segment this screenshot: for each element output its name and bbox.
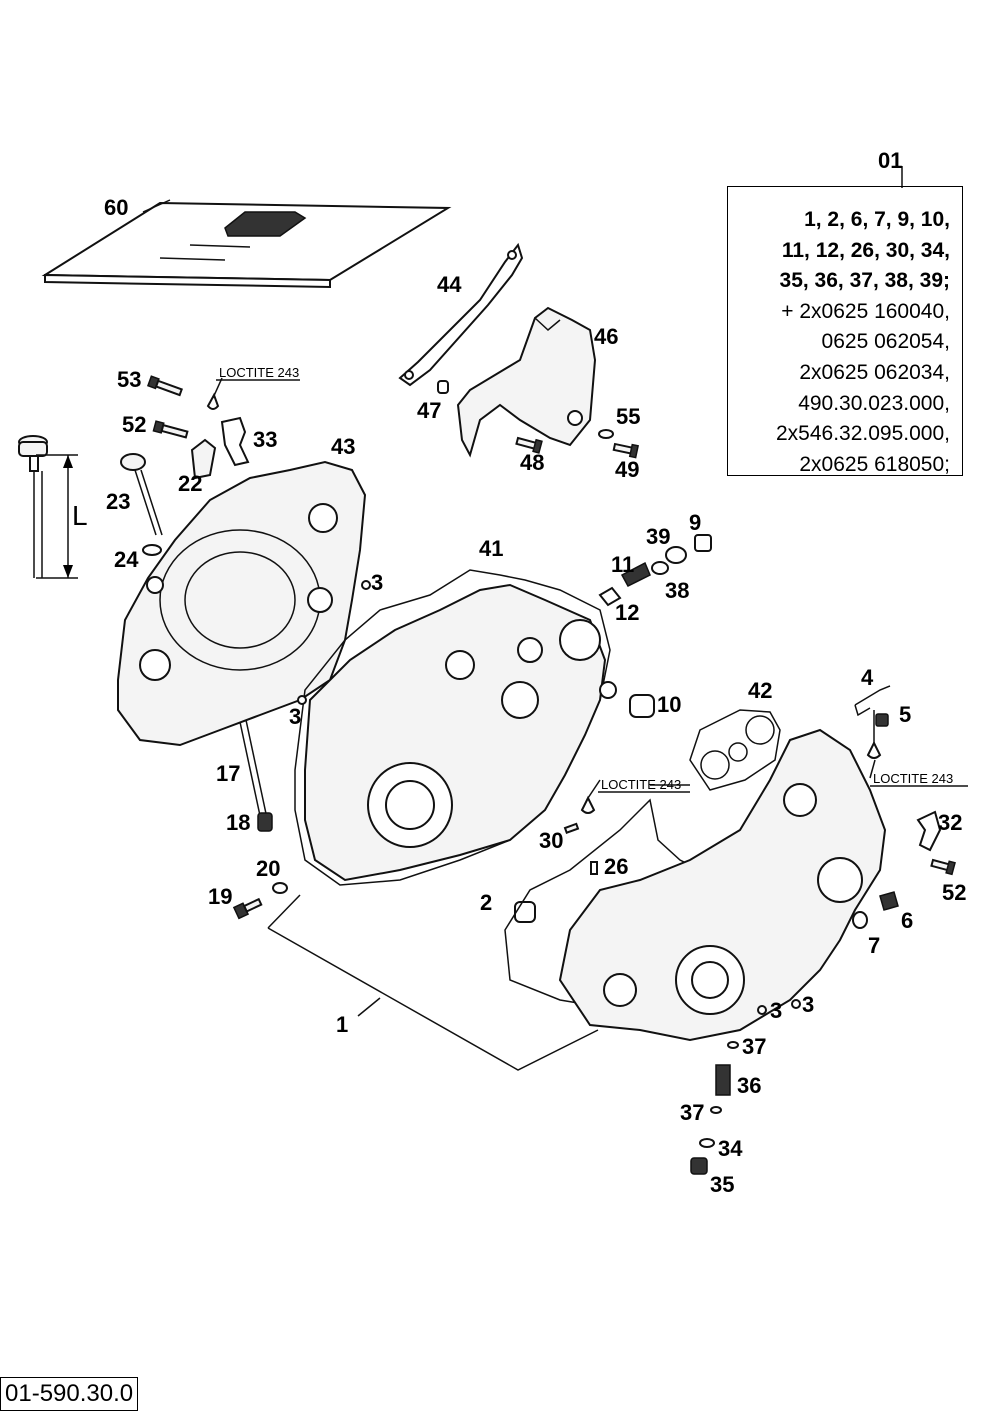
diagram-reference-code: 01-590.30.0	[0, 1377, 139, 1411]
callout-49: 49	[615, 457, 639, 482]
callout-3a: 3	[371, 570, 383, 595]
annotations: LOCTITE 243 LOCTITE 243 LOCTITE 243 L	[72, 365, 968, 793]
callout-46: 46	[594, 324, 618, 349]
callout-23: 23	[106, 489, 130, 514]
callout-53: 53	[117, 367, 141, 392]
callout-3c: 3	[770, 998, 782, 1023]
callout-37b: 37	[680, 1100, 704, 1125]
kit-line: 1, 2, 6, 7, 9, 10,	[804, 208, 950, 231]
callout-5: 5	[899, 702, 911, 727]
callout-26: 26	[604, 854, 628, 879]
callout-2: 2	[480, 890, 492, 915]
kit-line: 2x546.32.095.000,	[776, 422, 950, 446]
dipstick	[18, 435, 163, 579]
callout-52: 52	[122, 412, 146, 437]
callout-36: 36	[737, 1073, 761, 1098]
assembly-bracket-1	[267, 894, 599, 1071]
callout-9: 9	[689, 510, 701, 535]
gasket-41	[294, 569, 611, 886]
bolts-upper-left	[146, 375, 250, 480]
callout-6: 6	[901, 908, 913, 933]
callout-32: 32	[938, 810, 962, 835]
crankcase-left	[304, 583, 617, 882]
kit-contents-box: 1, 2, 6, 7, 9, 10, 11, 12, 26, 30, 34, 3…	[727, 186, 963, 476]
clutch-cover-43	[117, 460, 367, 747]
small-parts-center	[232, 534, 712, 923]
kit-line: 35, 36, 37, 38, 39;	[779, 269, 950, 293]
loctite-note-2: LOCTITE 243	[601, 777, 681, 792]
bracket-44	[398, 242, 524, 387]
callout-24: 24	[114, 547, 139, 572]
kit-line: 0625 062054,	[821, 330, 950, 354]
callout-12: 12	[615, 600, 639, 625]
gasket-42	[689, 709, 781, 791]
callout-48: 48	[520, 450, 544, 475]
kit-line: + 2x0625 160040,	[781, 299, 950, 323]
callout-43: 43	[331, 434, 355, 459]
callout-44: 44	[437, 272, 462, 297]
callout-52b: 52	[942, 880, 966, 905]
callout-37a: 37	[742, 1034, 766, 1059]
callout-10: 10	[657, 692, 681, 717]
small-parts-right	[690, 685, 956, 1175]
leader-lines	[142, 166, 903, 786]
callout-11: 11	[611, 552, 634, 577]
callout-17: 17	[216, 761, 240, 786]
kit-line: 11, 12, 26, 30, 34,	[781, 238, 950, 262]
callout-3d: 3	[802, 992, 814, 1017]
small-parts-top	[437, 380, 640, 459]
loctite-note-3: LOCTITE 243	[873, 771, 953, 786]
callout-42: 42	[748, 678, 772, 703]
callout-22: 22	[178, 471, 202, 496]
callout-34: 34	[718, 1136, 743, 1161]
kit-title: 01	[878, 148, 903, 173]
callout-39: 39	[646, 524, 670, 549]
callout-1: 1	[336, 1012, 348, 1037]
callout-7: 7	[868, 933, 880, 958]
callout-18: 18	[226, 810, 250, 835]
kit-line: 490.30.023.000,	[798, 391, 950, 415]
callout-60: 60	[104, 195, 128, 220]
crankcase-right	[558, 728, 887, 1042]
callout-33: 33	[253, 427, 277, 452]
callout-38: 38	[665, 578, 689, 603]
callout-20: 20	[256, 856, 280, 881]
callout-19: 19	[208, 884, 232, 909]
callout-3b: 3	[289, 704, 301, 729]
callout-35: 35	[710, 1172, 734, 1197]
callout-4: 4	[861, 665, 874, 690]
callout-30: 30	[539, 828, 563, 853]
kit-line: 2x0625 062034,	[799, 360, 950, 384]
cover-46	[456, 306, 597, 458]
callout-41: 41	[479, 536, 503, 561]
manual-book	[41, 201, 452, 289]
loctite-note-1: LOCTITE 243	[219, 365, 299, 380]
callout-numbers: 60 44 46 53 52 33 22 23 24 43 47 55 48 4…	[104, 195, 966, 1197]
kit-line: 2x0625 618050;	[799, 452, 950, 476]
callout-55: 55	[616, 404, 640, 429]
callout-47: 47	[417, 398, 441, 423]
dimension-l-label: L	[72, 500, 88, 531]
